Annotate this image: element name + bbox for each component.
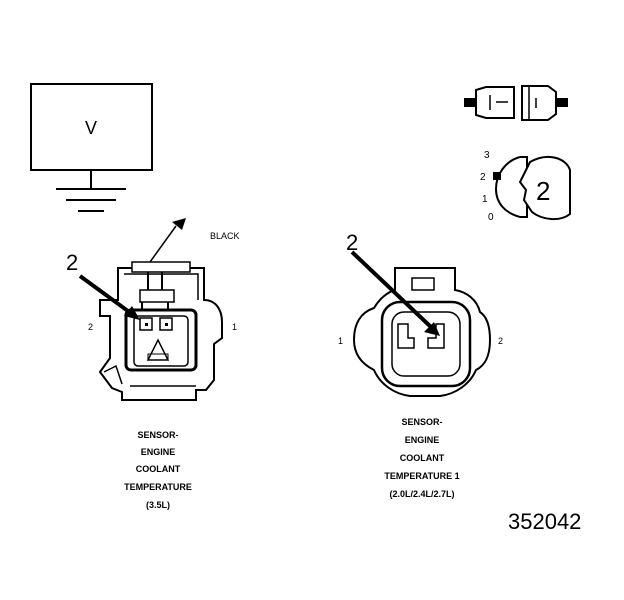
position-label-3: 3: [484, 150, 490, 161]
right-caption-line: (2.0L/2.4L/2.7L): [389, 489, 454, 499]
right-step-arrow: [350, 250, 434, 330]
left-caption-line: COOLANT: [136, 464, 181, 474]
voltmeter-symbol: V: [85, 118, 97, 138]
left-connector-body: [98, 267, 223, 401]
right-caption-line: SENSOR-: [401, 417, 442, 427]
right-connector: 2 1 2: [338, 230, 503, 397]
right-pin-label-2: 2: [498, 336, 503, 346]
right-caption-line: TEMPERATURE 1: [384, 471, 459, 481]
figure-number: 352042: [508, 509, 581, 534]
left-connector-cavity: [124, 308, 198, 372]
inset-step-number: 2: [536, 176, 550, 206]
voltmeter: V: [30, 83, 153, 212]
position-label-2: 2: [480, 172, 486, 183]
left-connector: BLACK 2 2 1: [66, 218, 240, 401]
left-caption-line: TEMPERATURE: [124, 482, 192, 492]
position-disc-icon: [494, 156, 521, 218]
left-caption-line: SENSOR-: [137, 430, 178, 440]
position-label-1: 1: [482, 194, 488, 205]
right-caption-line: ENGINE: [405, 435, 440, 445]
right-connector-body: [352, 267, 492, 397]
left-pin-label-1: 1: [232, 322, 237, 332]
right-caption-line: COOLANT: [400, 453, 445, 463]
right-step-number: 2: [346, 230, 358, 255]
wire-color-label: BLACK: [210, 231, 240, 241]
position-label-0: 0: [488, 212, 494, 223]
right-pin-label-1: 1: [338, 336, 343, 346]
ground-icon: [56, 188, 126, 212]
position-inset: 3 2 1 0 2: [480, 150, 571, 223]
connector-pair-icon: [464, 85, 568, 121]
left-step-arrow: [78, 274, 134, 316]
left-step-number: 2: [66, 250, 78, 275]
key-icon: [518, 155, 571, 220]
left-caption-line: (3.5L): [146, 500, 170, 510]
right-connector-cavity: [380, 300, 472, 388]
left-connector-caption: SENSOR- ENGINE COOLANT TEMPERATURE (3.5L…: [124, 430, 192, 510]
right-connector-caption: SENSOR- ENGINE COOLANT TEMPERATURE 1 (2.…: [384, 417, 459, 499]
left-caption-line: ENGINE: [141, 447, 176, 457]
left-pin-label-2: 2: [88, 322, 93, 332]
